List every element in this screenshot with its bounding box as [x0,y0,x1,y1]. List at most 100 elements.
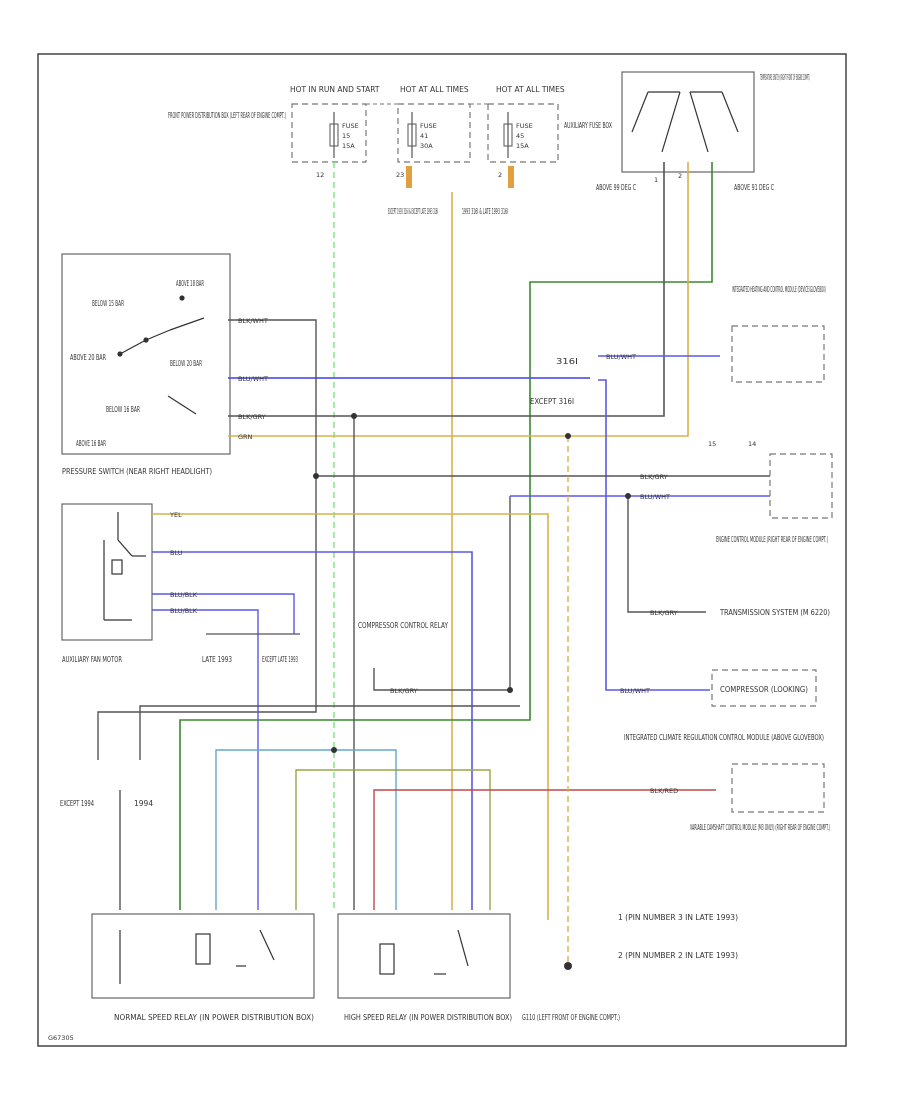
pressure-switch-box [61,253,231,455]
aux-fuse-connector [508,166,514,188]
temperature-switch-contacts [631,91,739,153]
splice-dot [331,747,337,753]
ecm-pin-1: 15 [708,440,716,448]
mid-fuse-amps: 30A [420,142,433,150]
mid-fuse-box [397,103,471,163]
front-fuse-location: FRONT POWER DISTRIBUTION BOX (LEFT REAR … [168,111,286,120]
pressure-above-20: ABOVE 20 BAR [70,353,106,362]
aux-fuse-box [487,103,559,163]
wire-dark-pressure-top [97,319,317,760]
wire-label-blk-wht: BLK/WHT [238,317,268,325]
wire-blue-fan-2 [152,593,295,634]
y1994-label: 1994 [134,799,153,808]
wire-label-blu-wht: BLU/WHT [238,375,268,383]
aux-fan-internals [103,512,146,621]
splice-dot [313,473,319,479]
splice-dot [565,433,571,439]
wire-label-red: BLK/RED [650,787,678,795]
wire-green-temp [179,162,713,910]
wire-label-blk-gry: BLK/GRY [238,413,266,421]
wire-label-ecm2: BLU/WHT [640,493,670,501]
aux-fuse-text: FUSE [516,122,533,130]
aux-fuse-no: 45 [516,132,524,140]
pressure-below-20: BELOW 20 BAR [170,359,202,368]
aux-fan-motor-label: AUXILIARY FAN MOTOR [62,655,122,664]
temp-above-91: ABOVE 91 DEG C [734,183,774,192]
ecm-pin-2: 14 [748,440,756,448]
wire-label-yel: YEL [169,511,182,519]
aux-fan-motor-box [61,503,153,641]
wire-blue-fan-3 [152,609,259,910]
ground-label: G110 (LEFT FRONT OF ENGINE COMPT.) [522,1013,620,1022]
high-relay-label: HIGH SPEED RELAY (IN POWER DISTRIBUTION … [344,1013,512,1022]
wire-yellow-green [295,769,491,910]
climate-module-label: INTEGRATED CLIMATE REGULATION CONTROL MO… [624,733,824,742]
pressure-above-18: ABOVE 18 BAR [176,279,204,288]
aux-fan-except-late: EXCEPT LATE 1993 [262,655,298,664]
i316-note: 316I [556,357,578,366]
wire-label-blu-blk-2: BLU/BLK [170,607,198,615]
camshaft-module-label: VARIABLE CAMSHAFT CONTROL MODULE (M3 ONL… [690,823,830,832]
front-fuse-no: 15 [342,132,350,140]
mid-fuse-text: FUSE [420,122,437,130]
front-fuse-text: FUSE [342,122,359,130]
aux-fan-late-1993: LATE 1993 [202,655,232,664]
ground-dot [564,962,572,970]
fuse-aux-element [503,112,513,158]
wire-blue-fan [152,551,473,910]
wire-red [373,789,716,910]
wire-label-blu: BLU [170,549,183,557]
temp-above-99: ABOVE 99 DEG C [596,183,636,192]
compressor-box [711,669,817,707]
aux-fuse-pin: 2 [498,171,502,179]
climate-module-box [731,763,825,813]
mid-hot-label: HOT AT ALL TIMES [400,85,469,94]
wire-dark-ecm2 [373,496,511,691]
normal-relay-label: NORMAL SPEED RELAY (IN POWER DISTRIBUTIO… [114,1013,314,1022]
except-1994-label: EXCEPT 1994 [60,799,94,808]
normal-relay-internals [119,929,275,984]
pressure-switch-label: PRESSURE SWITCH (NEAR RIGHT HEADLIGHT) [62,467,212,476]
diagram-frame [37,53,847,1047]
fuse-front-element [329,112,339,158]
front-hot-label: HOT IN RUN AND START [290,85,380,94]
fuse-mid-element [407,112,417,158]
note-2: 2 (PIN NUMBER 2 IN LATE 1993) [618,951,738,960]
pressure-below-15: BELOW 15 BAR [92,299,124,308]
splice-dot [625,493,631,499]
temperature-switch-label: TEMPERATURE SWITCH (RIGHT FRONT OF ENGIN… [760,73,810,82]
compressor-relay-label: COMPRESSOR CONTROL RELAY [358,621,448,630]
splice-dot [507,687,513,693]
aux-hot-label: HOT AT ALL TIMES [496,85,565,94]
wire-label-grn: GRN [238,433,253,441]
high-speed-relay-box [337,913,511,999]
pressure-above-16: ABOVE 16 BAR [76,439,106,448]
wire-dark-trans [627,496,706,613]
except-316i-note: EXCEPT 316I [530,397,574,406]
heating-module-label: INTEGRATED HEATING AND CONTROL MODULE (D… [732,285,826,294]
footer-code: G67305 [48,1034,74,1042]
wire-cyan [215,749,397,910]
wire-dark-temp [228,162,665,417]
pressure-switch-contacts [117,295,205,415]
engine-module-box [769,453,833,519]
temp-pin1: 1 [654,176,658,184]
engine-module-label: ENGINE CONTROL MODULE (RIGHT REAR OF ENG… [716,535,828,544]
high-relay-internals [379,929,469,975]
wire-blue-compressor [598,379,710,691]
compressor-label: COMPRESSOR (LOOKING) [720,685,808,694]
aux-fuse-location: AUXILIARY FUSE BOX [564,121,612,130]
front-fuse-pin: 12 [316,171,324,179]
front-fuse-amps: 15A [342,142,355,150]
variant-late: 1993 316I & LATE 1993 316I [462,207,508,216]
wire-dark-row [139,705,520,760]
wire-label-ecm1: BLK/GRY [640,473,668,481]
wire-yellow-fan [152,513,549,920]
wire-label-blu-blk: BLU/BLK [170,591,198,599]
wire-label-relay: BLK/GRY [390,687,418,695]
variant-except: EXCEPT 1993 316I & EXCEPT LATE 1993 316I [388,207,438,216]
note-1: 1 (PIN NUMBER 3 IN LATE 1993) [618,913,738,922]
aux-fuse-amps: 15A [516,142,529,150]
normal-speed-relay-box [91,913,315,999]
pressure-below-16: BELOW 16 BAR [106,405,140,414]
